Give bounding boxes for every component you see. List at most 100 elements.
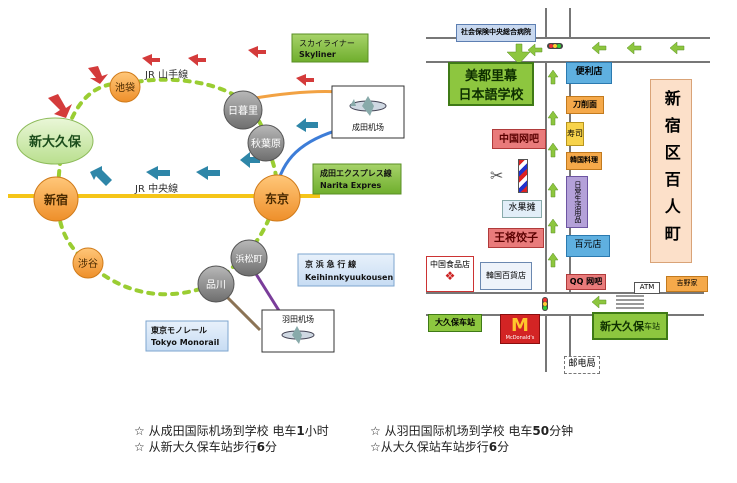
street-map: 社会保険中央総合病院 美都里幕 日本語学校 中国网吧 ✂ 水果摊 王将饺子 中国…: [420, 0, 737, 380]
station-shinokubo-label: 新大久保: [29, 134, 82, 150]
arrow-up-1-icon: [547, 69, 559, 85]
arrow-left-4-icon: [669, 41, 685, 55]
sushi-box[interactable]: 寿司: [566, 122, 584, 146]
shinokubo-station-suffix: 车站: [644, 321, 660, 331]
crosswalk-icon: [616, 295, 644, 309]
caption-narita-suffix: 小时: [304, 424, 329, 438]
station-shinjuku[interactable]: 新宿: [33, 176, 79, 222]
arrow-up-3-icon: [547, 142, 559, 158]
airplane-icon: [349, 96, 387, 116]
skyliner-line: [244, 90, 341, 102]
haneda-airport-label: 羽田机场: [282, 314, 314, 324]
station-akihabara[interactable]: 秋葉原: [247, 124, 285, 162]
station-tokyo-label: 东京: [265, 191, 289, 206]
traffic-light-icon-2: [542, 297, 548, 311]
arrow-teal3-icon: [196, 166, 220, 180]
station-ikebukuro[interactable]: 池袋: [109, 71, 141, 103]
arrow-up-6-icon: [547, 252, 559, 268]
chuo-label: JR 中央線: [134, 182, 178, 195]
shinokubo-station-box[interactable]: 新大久保 车站: [592, 312, 668, 340]
china-internet-box[interactable]: 中国网吧: [492, 129, 546, 149]
station-ikebukuro-label: 池袋: [115, 81, 135, 94]
arrow-left-2-icon: [591, 41, 607, 55]
station-nippori-label: 日暮里: [228, 104, 258, 117]
station-hamamatsucho-label: 浜松町: [235, 253, 262, 265]
arrow-up-5-icon: [547, 218, 559, 234]
caption-haneda: ☆ 从羽田国际机场到学校 电车50分钟: [370, 422, 573, 439]
china-food-box[interactable]: 中国食品店 ❖: [426, 256, 474, 292]
caption-okubo-num: 6: [488, 440, 498, 454]
station-tokyo[interactable]: 东京: [253, 174, 301, 222]
arrow-left-5-icon: [591, 295, 607, 309]
skyliner-badge: スカイライナー Skyliner: [291, 33, 369, 63]
korea-dept-box[interactable]: 韓国百貨店: [480, 262, 532, 290]
shinokubo-station-main: 新大久保: [600, 320, 644, 333]
station-shinagawa[interactable]: 品川: [197, 265, 235, 303]
caption-narita: ☆ 从成田国际机场到学校 电车1小时: [134, 422, 329, 439]
monorail-badge: 東京モノレール Tokyo Monorail: [145, 320, 229, 352]
district-box: 新宿区百人町: [650, 79, 692, 263]
narita-airport-label: 成田机场: [352, 122, 384, 132]
scissors-icon: ✂: [490, 166, 504, 185]
skyliner-en: Skyliner: [299, 50, 336, 59]
traffic-light-icon: [547, 43, 563, 49]
school-name-line1: 美都里幕: [464, 69, 517, 84]
caption-narita-prefix: ☆ 从成田国际机场到学校 电车: [134, 424, 297, 438]
caption-shinokubo-num: 6: [256, 440, 265, 454]
gyoza-box[interactable]: 王将饺子: [488, 228, 544, 248]
qq-internet-box[interactable]: QQ 网吧: [566, 274, 606, 290]
caption-haneda-num: 50: [532, 424, 550, 438]
arrow-teal4-icon: [240, 152, 260, 168]
haneda-airport[interactable]: 羽田机场: [261, 309, 335, 353]
green-arrows: [506, 41, 685, 311]
caption-haneda-suffix: 分钟: [549, 424, 574, 438]
station-shibuya[interactable]: 涉谷: [72, 247, 104, 279]
school-box[interactable]: 美都里幕 日本語学校: [448, 62, 534, 106]
railway-schematic: JR 山手線 JR 中央線 新大久保 新宿 池袋 涉谷 日暮里 秋葉原 东京 浜…: [8, 33, 405, 353]
arrow-top2-icon: [188, 54, 206, 66]
station-hamamatsucho[interactable]: 浜松町: [230, 239, 268, 277]
station-shinagawa-label: 品川: [206, 279, 226, 291]
knife-shop-box[interactable]: 刀削面: [566, 96, 604, 114]
station-akihabara-label: 秋葉原: [251, 137, 281, 150]
post-office-box[interactable]: 邮电局: [564, 356, 600, 374]
arrow-left-3-icon: [626, 41, 642, 55]
station-nippori[interactable]: 日暮里: [223, 90, 263, 130]
convenience-box[interactable]: 便利店: [566, 62, 612, 84]
station-shinjuku-label: 新宿: [44, 192, 68, 207]
yoshinoya-box[interactable]: 吉野家: [666, 276, 708, 292]
atm-box[interactable]: ATM: [634, 282, 660, 294]
caption-shinokubo-walk: ☆ 从新大久保车站步行6分: [134, 438, 277, 455]
mcdonalds-box[interactable]: M McDonald's: [500, 314, 540, 344]
okubo-station-box[interactable]: 大久保车站: [428, 314, 482, 332]
narita-airport[interactable]: 成田机场: [331, 85, 405, 139]
mcdonalds-label: McDonald's: [505, 335, 535, 341]
caption-shinokubo-prefix: ☆ 从新大久保车站步行: [134, 440, 257, 454]
station-shibuya-label: 涉谷: [78, 257, 98, 270]
caption-okubo-prefix: ☆从大久保站车站步行: [370, 440, 489, 454]
arrow-ikebukuro-icon: [88, 66, 108, 84]
skyliner-jp: スカイライナー: [299, 39, 355, 48]
red-arrows: [48, 46, 314, 118]
caption-okubo-walk: ☆从大久保站车站步行6分: [370, 438, 509, 455]
arrow-down-icon: [506, 43, 531, 65]
hospital-box[interactable]: 社会保険中央総合病院: [456, 24, 536, 42]
monorail-en: Tokyo Monorail: [151, 338, 219, 347]
arrow-up-4-icon: [547, 182, 559, 198]
airplane-icon-2: [281, 326, 315, 344]
arrow-teal2-icon: [146, 166, 170, 180]
arrow-up-2-icon: [547, 110, 559, 126]
daily-goods-box[interactable]: 日常生活用品: [566, 176, 588, 228]
station-shinokubo[interactable]: 新大久保: [16, 117, 94, 165]
keihin-en: Keihinnkyuukousen: [305, 273, 393, 282]
fruit-stand-box[interactable]: 水果摊: [502, 200, 542, 218]
mcdonalds-logo-icon: M: [511, 315, 529, 336]
korean-food-box[interactable]: 韓国料理: [566, 152, 602, 170]
arrow-top3-icon: [248, 46, 266, 58]
china-knot-icon: ❖: [444, 269, 456, 283]
road-bottom: [426, 292, 704, 316]
china-food-label: 中国食品店: [430, 260, 470, 269]
arrow-right1-icon: [296, 74, 314, 86]
hundred-yen-box[interactable]: 百元店: [566, 235, 610, 257]
yamanote-label: JR 山手線: [144, 68, 188, 81]
